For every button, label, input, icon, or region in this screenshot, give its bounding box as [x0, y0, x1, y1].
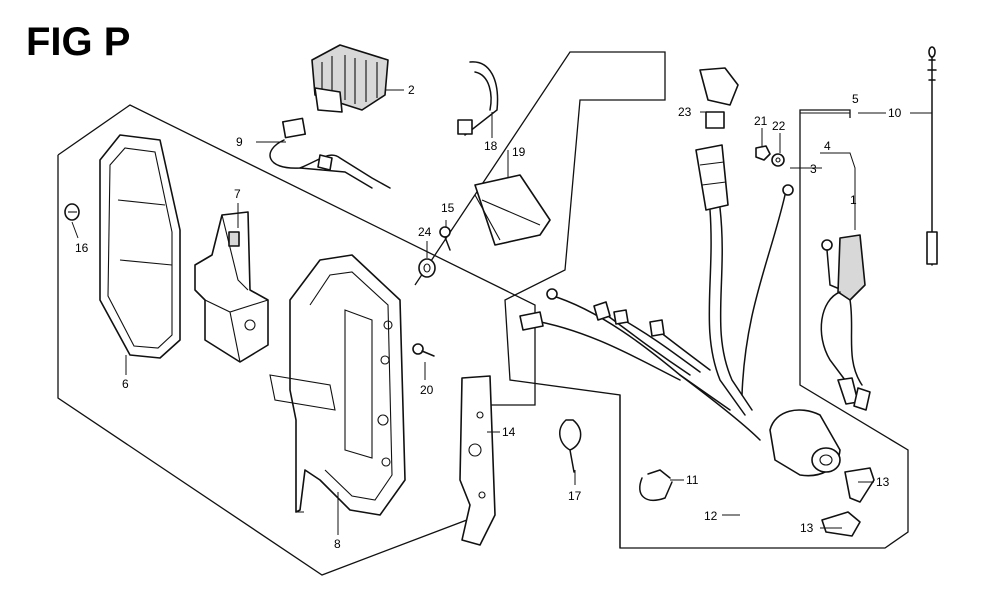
terminal-13b	[821, 511, 861, 537]
figure-title: FIG P	[26, 20, 130, 64]
callout-22: 22	[772, 119, 786, 133]
leader-lines	[71, 89, 932, 535]
tie-17	[559, 419, 582, 473]
callout-23: 23	[678, 105, 692, 119]
callout-14: 14	[502, 425, 516, 439]
fuse-23	[705, 111, 725, 129]
nut-21	[755, 145, 771, 161]
callout-18: 18	[484, 139, 498, 153]
callout-7: 7	[234, 187, 241, 201]
screw-16	[64, 203, 80, 221]
callout-8: 8	[334, 537, 341, 551]
callout-16: 16	[75, 241, 89, 255]
terminal-13a	[844, 467, 875, 503]
regulator-2	[311, 44, 389, 113]
plate-14	[459, 375, 496, 546]
callout-3: 3	[810, 162, 817, 176]
rod-10	[926, 46, 938, 266]
callout-9: 9	[236, 135, 243, 149]
control-box-body	[269, 254, 406, 516]
callout-20: 20	[420, 383, 434, 397]
battery-cable-1	[820, 234, 871, 411]
callout-13-upper: 13	[876, 475, 890, 489]
callout-4: 4	[824, 139, 831, 153]
main-harness-12	[519, 184, 794, 441]
callout-17: 17	[568, 489, 582, 503]
callout-labels: 2 9 18 19 15 24 23 21 22 3 4 5 10 1 16 7…	[75, 83, 902, 551]
callout-6: 6	[122, 377, 129, 391]
bolt-20	[412, 343, 435, 357]
callout-11: 11	[686, 473, 699, 487]
band-18	[457, 61, 499, 136]
control-box-cover	[99, 134, 181, 359]
collar-24	[418, 258, 436, 278]
clamp-11	[639, 469, 673, 501]
callout-10: 10	[888, 106, 902, 120]
pad-19	[474, 174, 551, 246]
bolt-15	[439, 226, 451, 251]
callout-19: 19	[512, 145, 526, 159]
callout-5: 5	[852, 92, 859, 106]
callout-24: 24	[418, 225, 432, 239]
callout-12: 12	[704, 509, 718, 523]
fuse-cap-23	[699, 67, 739, 106]
harness-9	[269, 117, 391, 189]
callout-21: 21	[754, 114, 768, 128]
callout-13-lower: 13	[800, 521, 814, 535]
callout-1: 1	[850, 193, 857, 207]
fuse-holder	[695, 144, 729, 211]
callout-15: 15	[441, 201, 455, 215]
callout-2: 2	[408, 83, 415, 97]
bracket-7	[194, 211, 269, 363]
washer-22	[771, 153, 785, 167]
ignition-switch	[769, 409, 841, 477]
